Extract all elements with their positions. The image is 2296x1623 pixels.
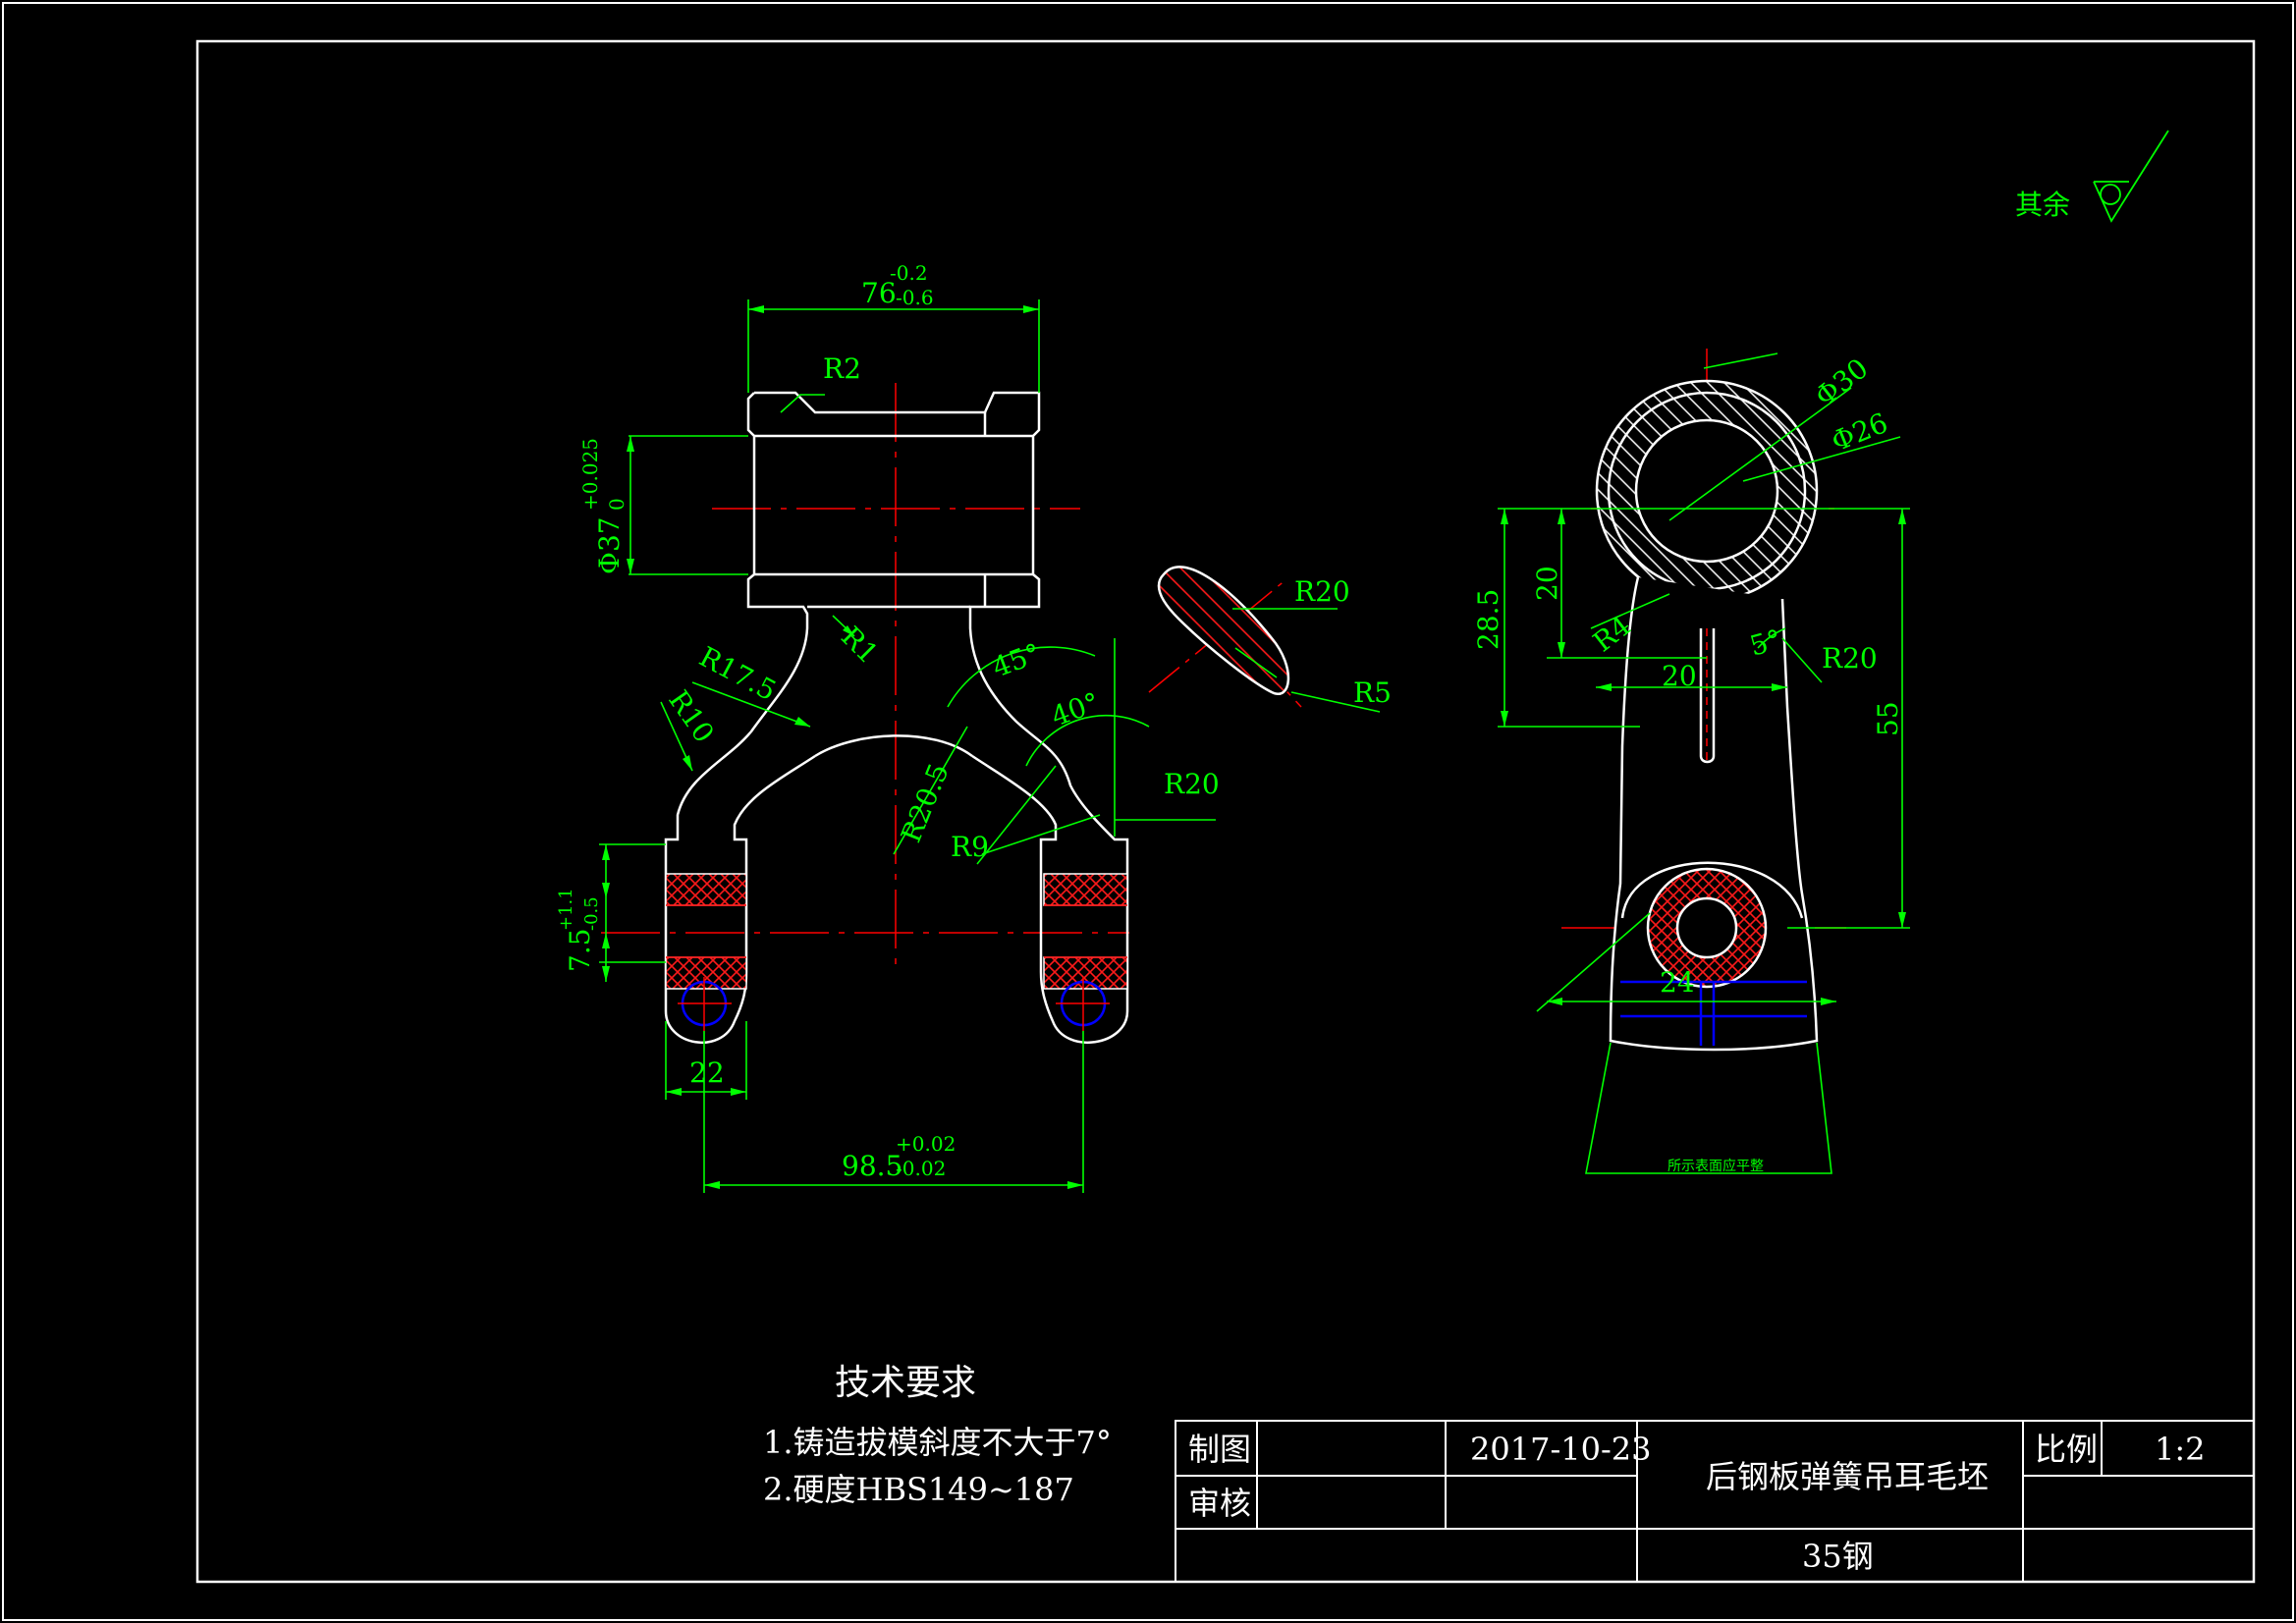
dim-r20-b: R20	[1294, 575, 1350, 608]
tech-requirements: 技术要求 1.铸造拔模斜度不大于7° 2.硬度HBS149~187	[763, 1363, 1112, 1508]
dim-center-span: 98.5	[842, 1150, 902, 1182]
scale-value: 1:2	[2155, 1431, 2206, 1468]
side-view-outline	[1595, 379, 1819, 1052]
front-view-outline	[664, 391, 1129, 1045]
material: 35钢	[1802, 1538, 1874, 1575]
drawn-by-label: 制图	[1188, 1431, 1251, 1468]
pin-holes	[678, 977, 1110, 1031]
dim-h-28-5: 28.5	[1472, 589, 1504, 650]
dim-r1: R1	[835, 621, 885, 671]
tech-req-title: 技术要求	[835, 1363, 976, 1403]
surface-finish-label: 其余	[2015, 189, 2070, 221]
dim-top-width-tol-lower: -0.6	[896, 286, 934, 309]
side-view-dimension-lines	[1498, 352, 1910, 1174]
dim-span-tol-lower: -0.02	[896, 1157, 946, 1180]
dim-r10: R10	[662, 684, 721, 748]
dim-dia-26: Φ26	[1827, 406, 1892, 459]
lug-hatch	[665, 873, 1128, 990]
section-note: 所示表面应平整	[1667, 1158, 1764, 1174]
dim-span-tol-upper: +0.02	[896, 1132, 956, 1156]
dim-r2: R2	[823, 352, 861, 385]
front-view-arrows	[602, 305, 1083, 1189]
dim-w-24: 24	[1660, 966, 1695, 999]
dim-angle-40: 40°	[1047, 686, 1104, 733]
dim-angle-45: 45°	[988, 637, 1045, 684]
dim-r20-5: R20.5	[895, 759, 956, 847]
dim-bore-dia: Φ37	[593, 516, 626, 574]
side-view-arrows	[1501, 509, 1906, 1005]
inner-frame	[195, 39, 2256, 1584]
tech-req-item-2: 2.硬度HBS149~187	[763, 1471, 1074, 1508]
side-view-hidden-lines	[1620, 980, 1807, 1046]
dim-w-20: 20	[1662, 660, 1697, 692]
drawing-date: 2017-10-23	[1470, 1431, 1652, 1468]
revolved-section	[1157, 566, 1290, 695]
dim-r20-a: R20	[1164, 768, 1220, 800]
dim-r9: R9	[951, 831, 989, 863]
dim-h-55: 55	[1872, 701, 1904, 736]
dim-r5: R5	[1353, 676, 1392, 709]
tech-req-item-1: 1.铸造拔模斜度不大于7°	[763, 1424, 1112, 1461]
title-block: 制图 2017-10-23 审核 后钢板弹簧吊耳毛坯 比例 1:2 35钢	[1175, 1420, 2255, 1583]
dim-h-20: 20	[1531, 566, 1563, 601]
front-view-dimension-lines	[599, 299, 1381, 1193]
dim-r20-c: R20	[1822, 642, 1878, 675]
dim-top-width: 76	[861, 277, 897, 309]
roughness-icon	[2093, 130, 2169, 223]
dim-top-width-tol-upper: -0.2	[890, 261, 928, 285]
front-view: 76 -0.2 -0.6 R2 Φ37 +0.025 0 R1 R17.5 R1…	[556, 261, 1392, 1193]
dim-slot-tol-upper: +1.1	[556, 888, 576, 931]
reviewed-by-label: 审核	[1188, 1485, 1251, 1522]
side-view: Φ30 Φ26 28.5 20 R4 5° R20 20 55 24 所示表面应…	[1472, 349, 1910, 1174]
dim-r17-5: R17.5	[694, 640, 782, 707]
part-name: 后钢板弹簧吊耳毛坯	[1706, 1458, 1989, 1495]
dim-lug-width: 22	[689, 1056, 725, 1089]
dim-bore-tol-lower: 0	[605, 498, 629, 511]
dim-slot-tol-lower: -0.5	[581, 896, 602, 931]
dim-dia-30: Φ30	[1809, 352, 1874, 412]
scale-label: 比例	[2035, 1431, 2098, 1468]
dim-bore-tol-upper: +0.025	[578, 438, 602, 511]
surface-finish-symbol: 其余	[2015, 130, 2169, 223]
dim-slot-height: 7.5	[564, 928, 596, 972]
